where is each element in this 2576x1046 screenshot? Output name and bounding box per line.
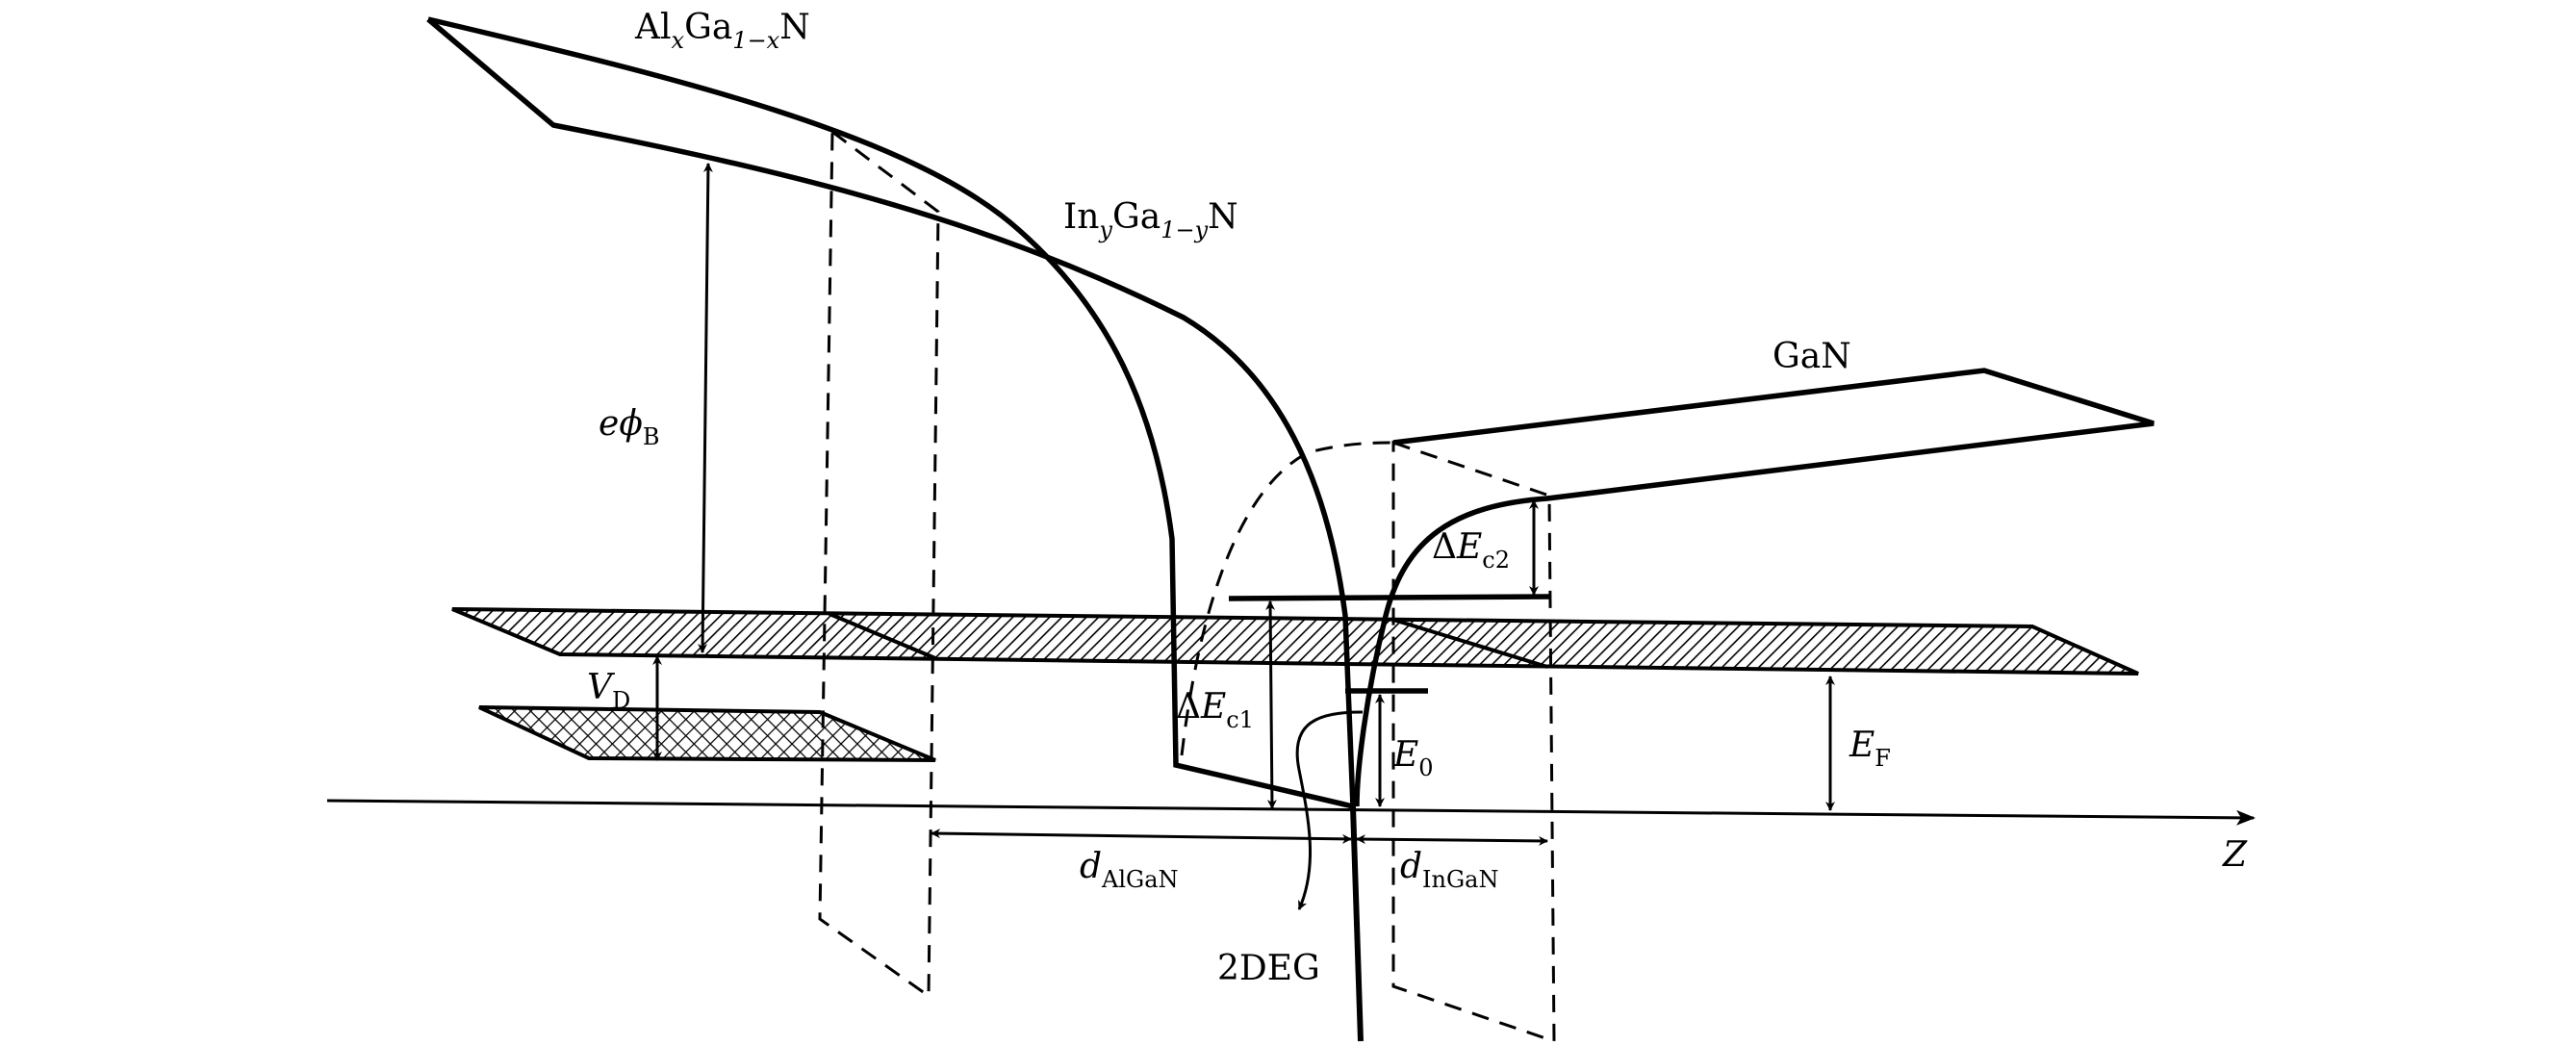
ingan-dashed-curve [1180, 441, 1394, 756]
dec2-label: ΔEc2 [1432, 527, 1510, 574]
2deg-line [1350, 805, 1364, 1042]
e0-label: E0 [1392, 735, 1434, 781]
dec1-arrow [1265, 600, 1277, 809]
z-axis [326, 799, 2256, 826]
gan-label: GaN [1773, 337, 1851, 376]
algan-back-edge [427, 16, 1354, 809]
dec1-label: ΔEc1 [1176, 687, 1254, 733]
d-ingan-arrow [1356, 834, 1548, 846]
z-axis-label: Z [2222, 835, 2248, 875]
d-algan-arrow [931, 829, 1352, 844]
algan-label: AlxGa1−xN [634, 8, 810, 54]
2deg-label: 2DEG [1217, 949, 1320, 988]
valence-band [478, 705, 936, 762]
vd-label: VD [587, 668, 630, 714]
fermi-band-overlap-left [829, 612, 936, 660]
fermi-band-overlap-right [1392, 618, 1548, 669]
ephi-arrow [698, 163, 713, 653]
d-algan-label: dAlGaN [1080, 847, 1179, 893]
2deg-pointer [1295, 710, 1364, 910]
gan-band-edge [1354, 368, 2155, 807]
algan-dashed-box [818, 129, 940, 999]
algan-band-edge [426, 16, 1356, 807]
ingan-label: InyGa1−yN [1063, 197, 1238, 243]
ephi-label: eϕB [599, 404, 660, 450]
fermi-band [451, 607, 2139, 676]
subband-level [1228, 594, 1550, 601]
ef-label: EF [1849, 726, 1891, 772]
d-ingan-label: dInGaN [1400, 847, 1498, 893]
